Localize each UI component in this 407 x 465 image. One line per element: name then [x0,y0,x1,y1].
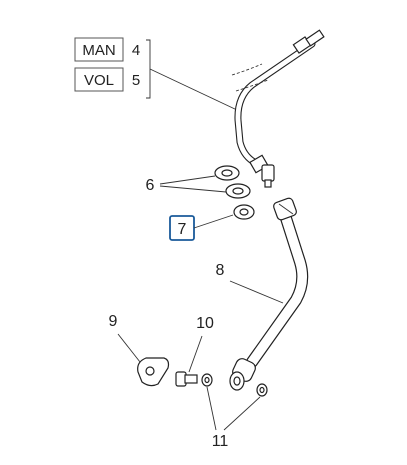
washer-right [256,383,268,397]
callout-8: 8 [216,262,284,304]
vol-label: VOL [84,72,114,89]
legend: MAN 4 VOL 5 [74,37,238,111]
callout-11: 11 [206,386,261,450]
man-box [74,37,124,62]
callout-11-number: 11 [212,433,229,450]
callout-6-number: 6 [146,177,155,194]
main-hose [229,197,309,391]
vol-box [74,67,124,92]
callout-9: 9 [109,313,141,363]
callout-9-number: 9 [109,313,118,330]
man-label: MAN [82,42,115,59]
callout-7-number: 7 [178,221,187,238]
washers [214,165,251,199]
callout-7[interactable]: 7 [169,214,234,241]
bolt-part [175,371,213,387]
callout-6: 6 [146,175,227,194]
legend-bracket [146,39,151,99]
legend-leader [149,68,238,111]
ring-part [233,204,255,220]
vol-number: 5 [132,72,140,89]
bracket-part [137,357,170,387]
callout-8-number: 8 [216,262,225,279]
callout-10-number: 10 [196,315,214,332]
upper-pipe [231,29,325,188]
man-number: 4 [132,42,140,59]
callout-10: 10 [188,315,214,373]
